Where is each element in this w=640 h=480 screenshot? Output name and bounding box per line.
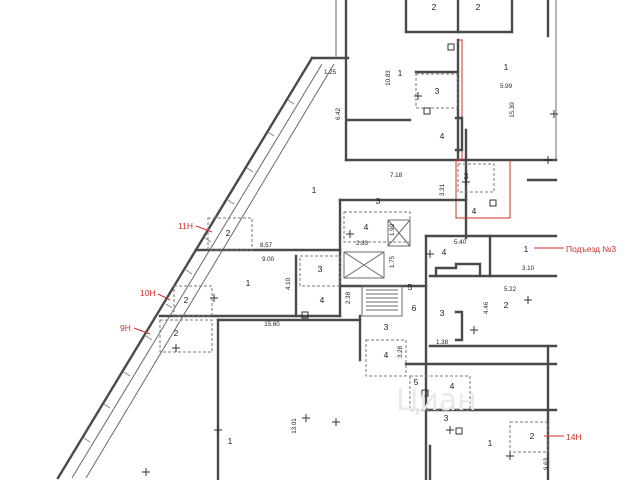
room-label: 2 xyxy=(226,228,231,238)
room-label: 4 xyxy=(450,381,455,391)
dimension: 3.31 xyxy=(439,183,446,196)
room-label: 4 xyxy=(472,206,477,216)
room-label: 1 xyxy=(524,244,529,254)
dimension: 4.46 xyxy=(483,301,490,314)
room-label: 2 xyxy=(504,300,509,310)
room-label: 2 xyxy=(184,295,189,305)
dimension: 9.00 xyxy=(262,256,275,263)
room-label: 3 xyxy=(464,171,469,181)
hall-partition xyxy=(434,116,482,342)
room-label: 4 xyxy=(364,222,369,232)
room-label: 1 xyxy=(312,185,317,195)
dimension: 15.60 xyxy=(264,321,280,328)
room-label: 3 xyxy=(435,86,440,96)
room-label: 4 xyxy=(384,350,389,360)
room-label: 3 xyxy=(444,413,449,423)
dimension: 5.40 xyxy=(454,239,467,246)
room-label: 5 xyxy=(414,377,419,387)
dimension: 13.01 xyxy=(291,418,298,434)
elevator-shafts xyxy=(343,219,411,279)
room-labels: 2 2 1 1 3 4 1 3 4 3 4 2 4 1 1 3 4 2 5 6 … xyxy=(174,2,535,448)
room-label: 3 xyxy=(384,322,389,332)
dimension: 9.63 xyxy=(543,457,550,470)
dimension: 8.57 xyxy=(260,242,273,249)
unit-markers: 11Н 10Н 9Н 14Н Подъезд №3 xyxy=(120,221,616,442)
cross-markers xyxy=(142,92,558,476)
staircase xyxy=(361,285,403,317)
dimension: 5.22 xyxy=(504,286,517,293)
room-label: 6 xyxy=(412,303,417,313)
room-label: 4 xyxy=(440,131,445,141)
middle-walls xyxy=(158,198,558,480)
room-label: 2 xyxy=(530,431,535,441)
room-label: 2 xyxy=(174,328,179,338)
room-label: 1 xyxy=(246,278,251,288)
watermark: Циан xyxy=(396,383,477,418)
upper-walls xyxy=(310,0,558,240)
room-label: 1 xyxy=(488,438,493,448)
dimension: 7.18 xyxy=(390,172,403,179)
fixtures xyxy=(301,43,497,435)
dimension: 3.10 xyxy=(522,265,535,272)
dimension: 10.83 xyxy=(385,70,392,86)
unit-label-9h: 9Н xyxy=(120,323,131,333)
unit-label-14h: 14Н xyxy=(566,432,582,442)
dimension: 1.75 xyxy=(389,255,396,268)
dimension-labels: 1.25 10.83 5.99 15.30 6.42 7.18 3.31 1.9… xyxy=(260,69,550,470)
dimension: 1.38 xyxy=(436,339,449,346)
dimension: 2.83 xyxy=(356,240,369,247)
dashed-zones xyxy=(159,73,549,453)
dimension: 3.28 xyxy=(397,345,404,358)
room-label: 1 xyxy=(398,68,403,78)
dimension: 4.10 xyxy=(285,277,292,290)
dimension: 6.42 xyxy=(335,107,342,120)
room-label: 3 xyxy=(376,196,381,206)
diagonal-facade xyxy=(56,56,335,480)
room-label: 4 xyxy=(320,295,325,305)
room-label: 5 xyxy=(408,282,413,292)
room-label: 2 xyxy=(476,2,481,12)
entrance-label: Подъезд №3 xyxy=(566,244,616,254)
dimension: 1.90 xyxy=(389,223,396,236)
unit-label-10h: 10Н xyxy=(140,288,156,298)
unit-label-11h: 11Н xyxy=(178,221,193,231)
room-label: 1 xyxy=(504,62,509,72)
room-label: 3 xyxy=(318,264,323,274)
dimension: 2.38 xyxy=(345,291,352,304)
dimension: 15.30 xyxy=(509,102,516,118)
entrance-outline xyxy=(455,39,511,219)
dimension: 1.25 xyxy=(324,69,337,76)
room-label: 3 xyxy=(440,308,445,318)
dimension: 5.99 xyxy=(500,83,513,90)
facade-windows xyxy=(83,99,295,443)
room-label: 1 xyxy=(228,436,233,446)
room-label: 2 xyxy=(432,2,437,12)
room-label: 4 xyxy=(442,247,447,257)
